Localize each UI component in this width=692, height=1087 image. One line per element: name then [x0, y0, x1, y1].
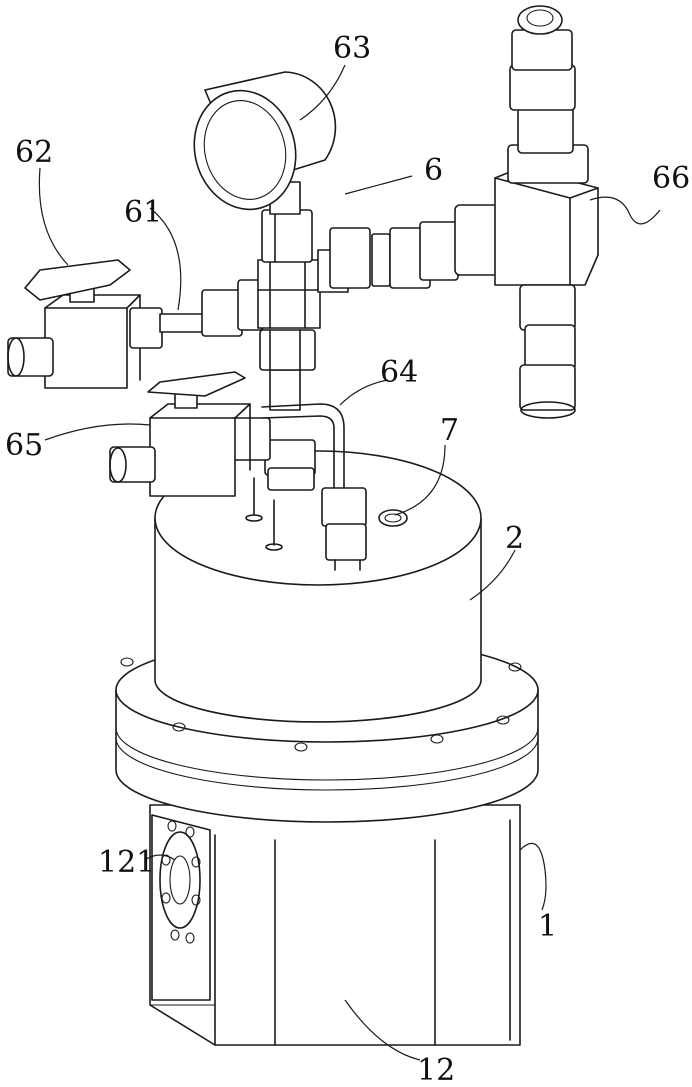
label-12: 12 — [417, 1053, 455, 1087]
label-66: 66 — [652, 161, 690, 196]
tee-66 — [495, 6, 598, 418]
label-63: 63 — [333, 31, 371, 66]
label-1: 1 — [538, 909, 557, 944]
label-64: 64 — [380, 355, 418, 390]
label-61: 61 — [124, 195, 162, 230]
stem-to-lid — [265, 370, 315, 490]
label-6: 6 — [424, 153, 443, 188]
side-port-flange-121 — [152, 815, 210, 1000]
label-65: 65 — [5, 428, 43, 463]
label-7: 7 — [440, 413, 459, 448]
valve-62 — [8, 260, 162, 388]
pressure-gauge-63 — [181, 72, 335, 221]
label-121: 121 — [98, 845, 155, 880]
label-62: 62 — [15, 135, 53, 170]
line-61 — [160, 280, 263, 336]
label-2: 2 — [505, 521, 524, 556]
cross-fitting — [258, 210, 320, 370]
right-line — [318, 205, 515, 292]
